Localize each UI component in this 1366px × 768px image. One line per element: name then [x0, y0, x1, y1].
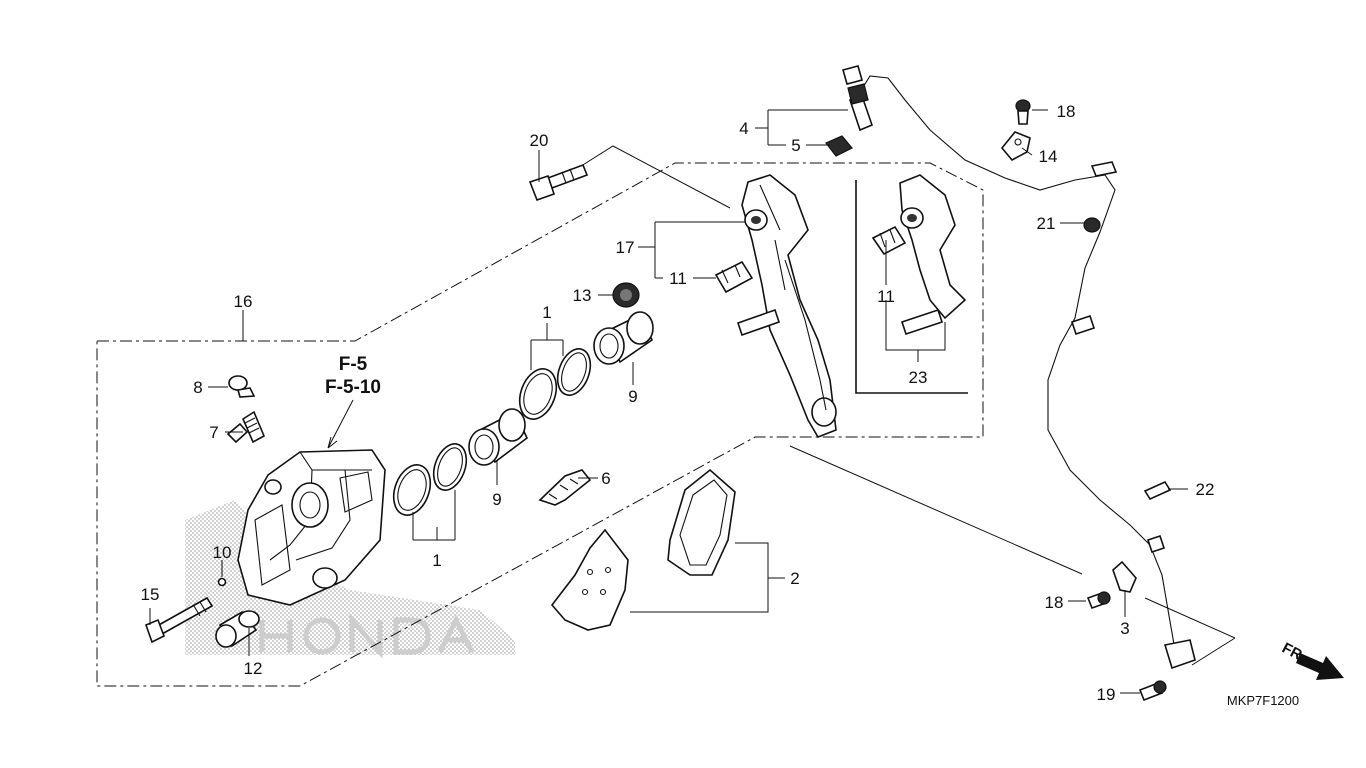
plug-bolt — [215, 610, 260, 648]
reference-label-f5: F-5 — [339, 354, 368, 375]
callout-14: 14 — [1039, 147, 1058, 166]
bracket-assembly-box — [855, 180, 968, 394]
callout-11-alt: 11 — [877, 287, 895, 306]
callout-18-bottom: 18 — [1045, 593, 1064, 612]
callout-8: 8 — [193, 378, 202, 397]
callout-6: 6 — [601, 469, 610, 488]
piston-seals-upper — [518, 348, 592, 420]
callout-11: 11 — [669, 269, 687, 288]
callout-23: 23 — [909, 368, 928, 387]
pin-bolt — [144, 596, 214, 644]
callout-12: 12 — [244, 659, 263, 678]
callout-20: 20 — [530, 131, 549, 150]
callout-13: 13 — [573, 286, 592, 305]
brake-pad-rear — [667, 468, 736, 576]
pad-spring — [538, 469, 592, 506]
callout-10: 10 — [213, 543, 232, 562]
callout-7: 7 — [209, 423, 218, 442]
wire-clip — [1143, 480, 1172, 501]
pad-retainer — [714, 260, 754, 294]
callout-22: 22 — [1196, 480, 1215, 499]
boot — [612, 282, 640, 308]
callout-21: 21 — [1037, 214, 1056, 233]
wire-clamp-bolt-top — [1015, 99, 1031, 125]
sensor-mount-bolt — [1138, 680, 1167, 702]
leader-lines — [149, 109, 1188, 694]
diagram-code: MKP7F1200 — [1227, 693, 1299, 708]
piston-lower — [468, 408, 528, 466]
callout-4: 4 — [739, 119, 748, 138]
connector-clip — [825, 135, 853, 157]
caliper-assembly-outline — [96, 162, 984, 687]
callout-9-lower: 9 — [492, 490, 501, 509]
speed-sensor-wire — [859, 75, 1196, 670]
callout-labels: 1 1 2 3 4 5 6 7 8 9 9 10 11 11 12 13 14 … — [141, 102, 1215, 704]
sensor-bracket — [1112, 560, 1137, 593]
reference-arrow — [327, 399, 354, 449]
sensor-connector — [842, 65, 874, 132]
caliper-bracket — [736, 174, 837, 438]
callout-18-top: 18 — [1057, 102, 1076, 121]
reference-label-f5-10: F-5-10 — [325, 377, 381, 398]
wire-clamp — [1000, 131, 1031, 162]
callout-16: 16 — [234, 292, 253, 311]
piston-seals-lower — [392, 443, 468, 516]
caliper-body — [237, 449, 386, 606]
o-ring — [217, 577, 227, 587]
front-direction-arrow-icon — [1296, 653, 1344, 680]
grommet — [1083, 217, 1101, 233]
bleeder-cap — [228, 375, 256, 398]
callout-17: 17 — [616, 238, 635, 257]
callout-5: 5 — [791, 136, 800, 155]
bleeder-screw — [226, 410, 266, 444]
callout-3: 3 — [1120, 619, 1129, 638]
callout-2: 2 — [790, 569, 799, 588]
callout-15: 15 — [141, 585, 160, 604]
brake-pad-front — [550, 528, 629, 631]
callout-1-lower: 1 — [432, 551, 441, 570]
pad-retainer-alt — [871, 225, 907, 256]
mounting-bolt — [528, 163, 589, 202]
bracket-assy — [899, 174, 967, 336]
piston-upper — [593, 311, 654, 365]
callout-1-upper: 1 — [542, 303, 551, 322]
callout-9-upper: 9 — [628, 387, 637, 406]
guide-lines — [577, 145, 1236, 666]
callout-19: 19 — [1097, 685, 1116, 704]
sensor-bolt — [1086, 591, 1111, 610]
